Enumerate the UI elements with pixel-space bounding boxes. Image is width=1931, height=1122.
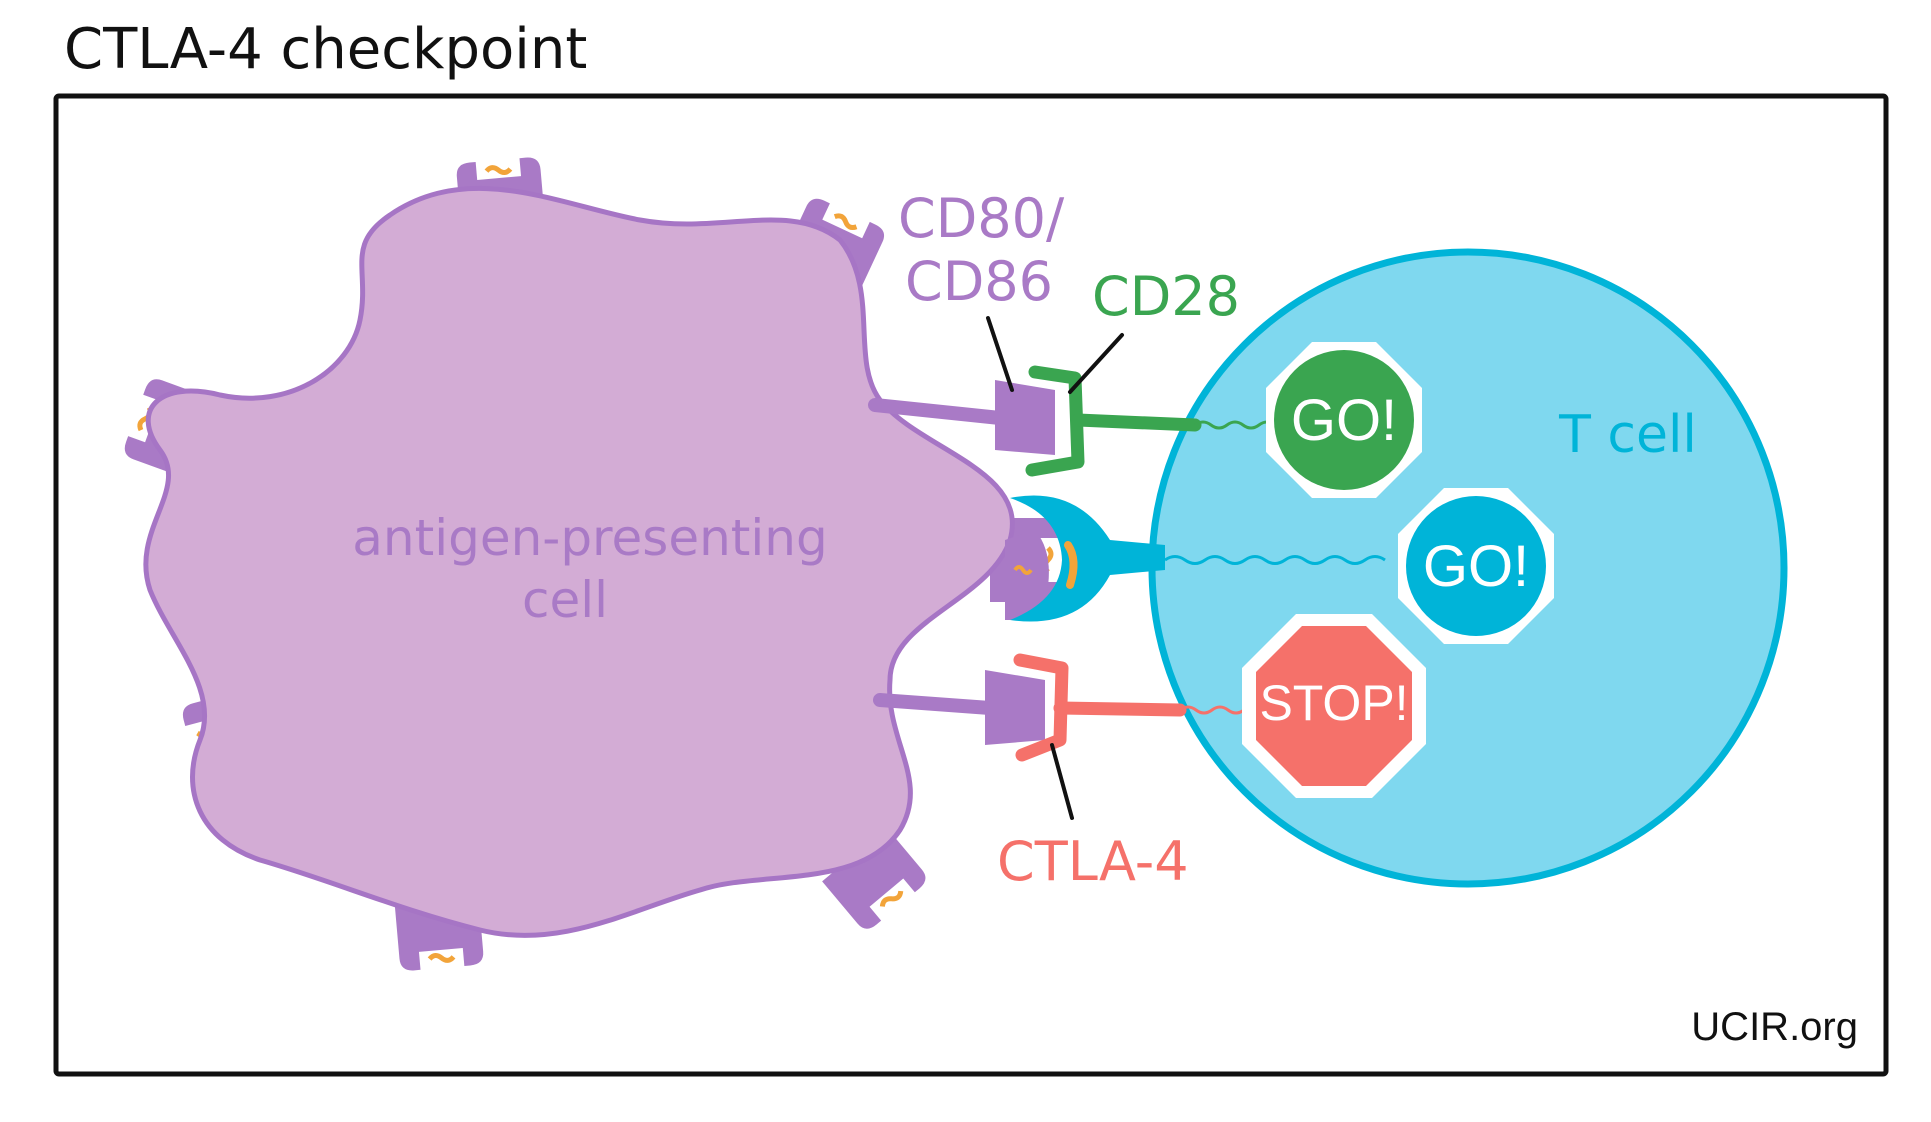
go-signal-blue: GO! bbox=[1398, 488, 1554, 644]
cd80-label-line1: CD80/ bbox=[898, 187, 1065, 250]
diagram-title: CTLA-4 checkpoint bbox=[64, 17, 587, 82]
cd28-label: CD28 bbox=[1092, 265, 1240, 328]
diagram-frame bbox=[53, 93, 1889, 1077]
cd80-pointer bbox=[986, 316, 1014, 392]
cd28-receptor bbox=[1025, 365, 1202, 477]
t-cell-label: T cell bbox=[1558, 405, 1697, 465]
tcr-receptor bbox=[1010, 495, 1165, 622]
mhc-tcr-complex bbox=[1005, 530, 1049, 620]
cd80-cd86-ligand-bottom bbox=[873, 670, 1045, 745]
go-signal-green: GO! bbox=[1266, 342, 1422, 498]
tcr-signal-line bbox=[1164, 555, 1386, 565]
antigen-presenting-cell bbox=[143, 185, 1015, 938]
apc-label-line2: cell bbox=[522, 571, 608, 629]
stop-signal-text: STOP! bbox=[1259, 675, 1408, 731]
credit-text: UCIR.org bbox=[1691, 1005, 1858, 1049]
go-signal-blue-text: GO! bbox=[1423, 534, 1529, 599]
ctla4-pointer bbox=[1050, 743, 1074, 820]
ctla4-label: CTLA-4 bbox=[997, 830, 1189, 893]
cd80-label-line2: CD86 bbox=[905, 250, 1053, 313]
apc-label-line1: antigen-presenting bbox=[352, 509, 827, 567]
cd28-pointer bbox=[1068, 333, 1124, 394]
ctla4-receptor bbox=[1013, 653, 1187, 762]
cd80-cd86-ligand-top bbox=[868, 380, 1055, 455]
mhc-molecule bbox=[822, 827, 926, 929]
stop-signal: STOP! bbox=[1242, 614, 1426, 798]
go-signal-green-text: GO! bbox=[1291, 388, 1397, 453]
